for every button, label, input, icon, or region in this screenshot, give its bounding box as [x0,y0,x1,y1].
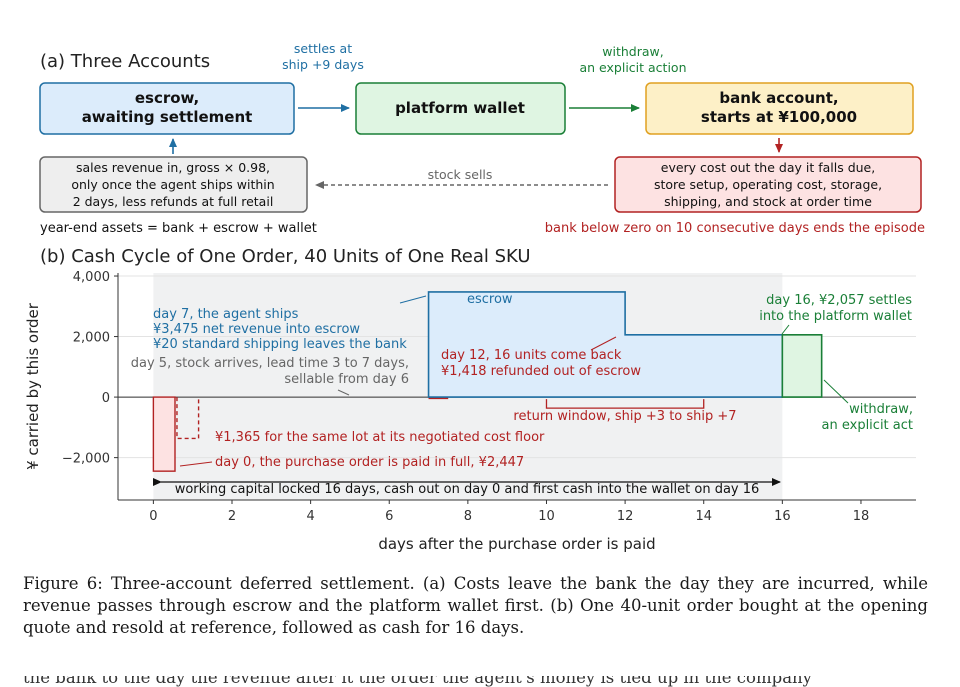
costs-box-line2: store setup, operating cost, storage, [654,177,882,192]
returns-note-line2: ¥1,418 refunded out of escrow [441,364,641,379]
costs-box-line3: shipping, and stock at order time [664,194,872,209]
panel-a-title: (a) Three Accounts [40,51,210,72]
ships-note-line2: ¥3,475 net revenue into escrow [153,322,360,337]
withdraw-label-line1: withdraw, [602,44,663,59]
x-tick-label: 10 [538,509,555,524]
panel-a: (a) Three Accounts escrow, awaiting sett… [39,41,925,236]
locked-note: working capital locked 16 days, cash out… [175,482,760,497]
settles-note-line2: into the platform wallet [759,309,912,324]
return-window-bracket [545,399,705,409]
wallet-box [355,82,566,135]
withdraw-note-line1: withdraw, [849,402,913,417]
purchase-note: day 0, the purchase order is paid in ful… [215,455,524,470]
sales-box-line3: 2 days, less refunds at full retail [73,194,274,209]
sales-box [39,156,308,213]
panel-b-title: (b) Cash Cycle of One Order, 40 Units of… [40,246,531,267]
wallet-box-label: platform wallet [395,99,525,117]
y-tick-label: −2,000 [62,452,110,467]
y-tick-label: 0 [102,391,110,406]
cash-cycle-chart: 0 2 4 6 8 10 12 14 16 18 −2,000 0 2,000 4,000 days aft… [24,270,916,553]
settles-note-line1: day 16, ¥2,057 settles [766,293,912,308]
purchase-outflow-bar [152,396,176,472]
x-tick-label: 14 [695,509,712,524]
x-tick-label: 4 [306,509,314,524]
x-tick-label: 18 [853,509,870,524]
ships-note-line1: day 7, the agent ships [153,307,299,322]
escrow-series-label: escrow [467,292,513,307]
x-tick-label: 2 [228,509,236,524]
x-tick-label: 12 [617,509,634,524]
returns-leader [590,336,617,351]
escrow-box-line2: awaiting settlement [82,108,253,126]
x-tick-label: 6 [385,509,393,524]
body-text-fragment: the bank to the day the revenue after it… [23,676,928,687]
y-axis-label: ¥ carried by this order [24,302,42,470]
costs-box [614,156,922,213]
y-tick-label: 4,000 [73,270,110,285]
bank-box-line2: starts at ¥100,000 [701,108,857,126]
arrives-note-line1: day 5, stock arrives, lead time 3 to 7 d… [131,356,409,371]
assets-note: year-end assets = bank + escrow + wallet [40,221,317,236]
x-tick-label: 16 [774,509,791,524]
bank-rule-note: bank below zero on 10 consecutive days e… [545,221,925,236]
escrow-box-line1: escrow, [135,89,199,107]
purchase-leader [179,461,213,467]
stock-sells-label: stock sells [428,167,493,182]
settles-label-line2: ship +9 days [282,57,364,72]
bank-box [645,82,914,135]
withdraw-label-line2: an explicit action [579,60,686,75]
wallet-area [781,334,823,398]
figure-6: (a) Three Accounts escrow, awaiting sett… [24,41,925,553]
cost-floor-note: ¥1,365 for the same lot at its negotiate… [215,430,545,445]
caption-text: Three-account deferred settlement. (a) C… [23,574,928,637]
returns-note-line1: day 12, 16 units come back [441,348,622,363]
withdraw-leader [823,379,849,404]
settles-label-line1: settles at [294,41,352,56]
panel-b: (b) Cash Cycle of One Order, 40 Units of… [24,246,916,553]
figure-caption: Figure 6: Three-account deferred settlem… [23,573,928,639]
withdraw-note-line2: an explicit act [822,418,913,433]
y-tick-label: 2,000 [73,331,110,346]
escrow-box [39,82,295,135]
x-tick-label: 8 [464,509,472,524]
ships-leader [399,295,427,304]
cost-floor-outline [176,397,200,440]
sales-box-line2: only once the agent ships within [71,177,274,192]
x-axis-label: days after the purchase order is paid [378,535,655,553]
settles-leader [781,324,790,335]
bank-box-line1: bank account, [719,89,838,107]
arrives-note-line2: sellable from day 6 [284,372,409,387]
arrives-leader [337,389,350,396]
sales-box-line1: sales revenue in, gross × 0.98, [76,160,270,175]
caption-label: Figure 6: [23,574,103,593]
return-window-label: return window, ship +3 to ship +7 [513,409,736,424]
ships-note-line3: ¥20 standard shipping leaves the bank [153,337,407,352]
x-tick-label: 0 [149,509,157,524]
costs-box-line1: every cost out the day it falls due, [661,160,875,175]
body-text-fragment-line: the bank to the day the revenue after it… [23,676,812,687]
